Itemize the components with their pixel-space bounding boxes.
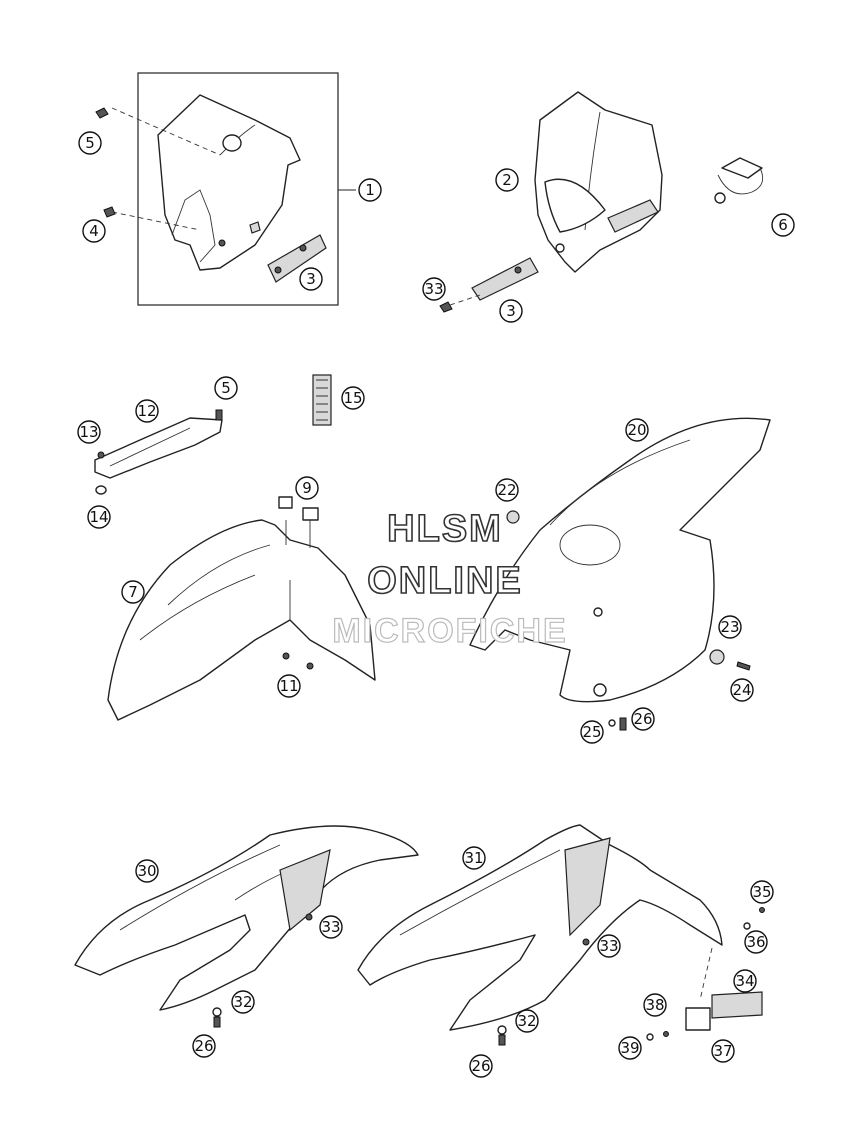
callout-30-label: 30 [137, 862, 156, 880]
sticker-15 [312, 374, 332, 426]
callout-34: 34 [733, 969, 757, 993]
callout-5b: 5 [214, 376, 238, 400]
callout-32b-label: 32 [517, 1012, 536, 1030]
callout-13-label: 13 [79, 423, 98, 441]
callout-26c: 26 [469, 1054, 493, 1078]
callout-9: 9 [295, 476, 319, 500]
callout-26a-label: 26 [633, 710, 652, 728]
headlight-mask-2 [439, 91, 663, 313]
callout-32a: 32 [231, 990, 255, 1014]
callout-31: 31 [462, 846, 486, 870]
callout-34-label: 34 [735, 972, 754, 990]
callout-23-label: 23 [720, 618, 739, 636]
watermark-line-2: ONLINE [366, 559, 523, 603]
callout-33b-label: 33 [321, 918, 340, 936]
callout-13: 13 [77, 420, 101, 444]
callout-33c-label: 33 [599, 937, 618, 955]
callout-25: 25 [580, 720, 604, 744]
callout-3b-label: 3 [506, 302, 516, 320]
callout-30: 30 [135, 859, 159, 883]
callout-12-label: 12 [137, 402, 156, 420]
callout-33c: 33 [597, 934, 621, 958]
callout-2: 2 [495, 168, 519, 192]
callout-39: 39 [618, 1036, 642, 1060]
callout-3a: 3 [299, 267, 323, 291]
callout-7: 7 [121, 580, 145, 604]
callout-3b: 3 [499, 299, 523, 323]
callout-35-label: 35 [752, 883, 771, 901]
watermark-line-1: HLSM [386, 507, 503, 551]
callout-38: 38 [643, 993, 667, 1017]
callout-26b: 26 [192, 1034, 216, 1058]
callout-5a: 5 [78, 131, 102, 155]
callout-22-label: 22 [497, 481, 516, 499]
rear-fender-30 [74, 825, 419, 1028]
callout-5b-label: 5 [221, 379, 231, 397]
callout-7-label: 7 [128, 583, 138, 601]
callout-4: 4 [82, 219, 106, 243]
callout-11-label: 11 [279, 677, 298, 695]
callout-23: 23 [718, 615, 742, 639]
callout-5a-label: 5 [85, 134, 95, 152]
callout-11: 11 [277, 674, 301, 698]
number-plate-12 [94, 409, 223, 495]
callout-37-label: 37 [713, 1042, 732, 1060]
callout-3a-label: 3 [306, 270, 316, 288]
callout-32b: 32 [515, 1009, 539, 1033]
callout-1: 1 [358, 178, 382, 202]
callout-39-label: 39 [620, 1039, 639, 1057]
callout-25-label: 25 [582, 723, 601, 741]
mask-assembly-group [95, 72, 356, 306]
callout-14: 14 [87, 505, 111, 529]
callout-24-label: 24 [732, 681, 751, 699]
callout-33a: 33 [422, 277, 446, 301]
callout-4-label: 4 [89, 222, 99, 240]
callout-26c-label: 26 [471, 1057, 490, 1075]
callout-24: 24 [730, 678, 754, 702]
callout-26b-label: 26 [194, 1037, 213, 1055]
watermark-line-3: MICROFICHE [332, 611, 568, 650]
clamp-6 [714, 157, 764, 204]
rear-fender-31 [357, 824, 765, 1046]
callout-15: 15 [341, 386, 365, 410]
callout-12: 12 [135, 399, 159, 423]
callout-22: 22 [495, 478, 519, 502]
callout-20-label: 20 [627, 421, 646, 439]
callout-14-label: 14 [89, 508, 108, 526]
callout-35: 35 [750, 880, 774, 904]
callout-33a-label: 33 [424, 280, 443, 298]
callout-31-label: 31 [464, 849, 483, 867]
callout-6-label: 6 [778, 216, 788, 234]
callout-20: 20 [625, 418, 649, 442]
callout-36: 36 [744, 930, 768, 954]
callout-26a: 26 [631, 707, 655, 731]
front-fender-7 [107, 496, 376, 721]
callout-9-label: 9 [302, 479, 312, 497]
callout-38-label: 38 [645, 996, 664, 1014]
callout-2-label: 2 [502, 171, 512, 189]
callout-32a-label: 32 [233, 993, 252, 1011]
callout-33b: 33 [319, 915, 343, 939]
callout-1-label: 1 [365, 181, 375, 199]
callout-36-label: 36 [746, 933, 765, 951]
side-panel-20 [469, 417, 771, 731]
callout-37: 37 [711, 1039, 735, 1063]
callout-15-label: 15 [343, 389, 362, 407]
callout-6: 6 [771, 213, 795, 237]
